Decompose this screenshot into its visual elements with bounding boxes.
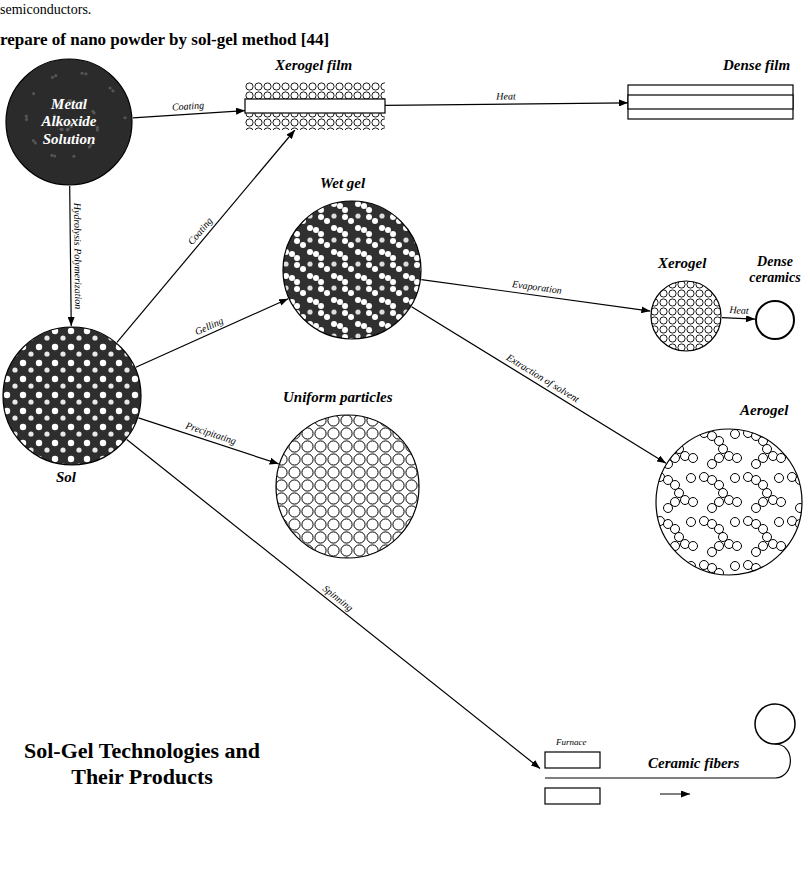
stage-shape xyxy=(628,84,793,120)
stage-shape xyxy=(655,428,803,576)
furnace-wall xyxy=(545,788,600,804)
substrate xyxy=(245,99,385,113)
figure-caption: Sol-Gel Technologies and Their Products xyxy=(22,738,262,791)
solution-speckle xyxy=(108,86,111,89)
solution-speckle xyxy=(34,141,37,144)
stage-shape xyxy=(275,414,420,559)
stage-shape xyxy=(282,200,422,340)
process-label: Extraction of solvent xyxy=(503,351,583,406)
solution-speckle xyxy=(80,72,83,75)
solution-speckle xyxy=(54,74,57,77)
stage-heading: Xerogel film xyxy=(275,57,352,74)
fiber xyxy=(775,744,790,778)
solution-speckle xyxy=(51,76,54,79)
stage-heading: Xerogel xyxy=(658,255,706,272)
sol-circle xyxy=(3,327,141,465)
process-label: Coating xyxy=(170,100,207,113)
solution-speckle xyxy=(25,115,28,118)
process-label: Heat xyxy=(495,90,519,101)
stage-shape xyxy=(2,326,142,466)
sol-gel-stage: Metal Alkoxide Solution xyxy=(5,58,133,186)
gel-particles xyxy=(245,113,385,130)
wet-circle xyxy=(283,201,421,339)
direction-arrow xyxy=(660,794,690,795)
furnace-label: Furnace xyxy=(556,737,587,747)
stage-heading: Dense ceramics xyxy=(747,254,803,286)
process-arrow xyxy=(133,111,245,118)
fiber xyxy=(545,777,775,778)
solution-speckle xyxy=(25,118,28,121)
aero-circle xyxy=(656,429,802,575)
process-label: Evaporation xyxy=(509,278,564,296)
xero-circle xyxy=(651,281,721,351)
sol-gel-stage: Uniform particles xyxy=(275,414,420,559)
node-text: Metal Alkoxide Solution xyxy=(24,96,114,148)
sol-gel-stage: Sol xyxy=(2,326,142,466)
process-arrow xyxy=(722,318,755,319)
sol-gel-stage: Dense ceramics xyxy=(755,300,795,340)
gel-particles xyxy=(245,82,385,99)
substrate xyxy=(628,95,793,109)
alk-circle xyxy=(6,59,132,185)
solution-speckle xyxy=(50,154,53,157)
stage-shape xyxy=(650,280,722,352)
fiber-coil xyxy=(755,704,795,744)
process-arrow xyxy=(412,307,666,464)
uni-circle xyxy=(276,415,419,558)
page-text: semiconductors. xyxy=(0,2,91,18)
solution-speckle xyxy=(32,92,35,95)
sol-gel-stage: Aerogel xyxy=(655,428,803,576)
stage-heading: Sol xyxy=(56,469,76,486)
solution-speckle xyxy=(91,110,94,113)
solution-speckle xyxy=(123,116,126,119)
process-label: Precipitating xyxy=(183,419,240,447)
sol-gel-stage: Wet gel xyxy=(282,200,422,340)
page-text: repare of nano powder by sol-gel method … xyxy=(0,30,329,50)
process-label: Coating xyxy=(184,214,216,249)
process-label: Hydrolysis Polymerization xyxy=(72,201,84,312)
furnace-wall xyxy=(545,752,600,768)
ring-circle xyxy=(756,301,794,339)
process-arrow xyxy=(117,130,295,342)
process-arrow xyxy=(385,103,628,105)
sol-gel-stage: Dense film xyxy=(628,84,793,120)
process-label: Heat xyxy=(727,304,751,316)
sol-gel-stage: Xerogel film xyxy=(245,82,385,130)
stage-heading: Dense film xyxy=(723,57,790,74)
stage-shape xyxy=(245,82,385,130)
stage-heading: Aerogel xyxy=(740,402,788,419)
stage-heading: Wet gel xyxy=(320,175,365,192)
process-label: Spinning xyxy=(319,581,357,614)
stage-heading: Uniform particles xyxy=(283,389,393,406)
stage-heading: Ceramic fibers xyxy=(648,755,739,772)
dense-film-layer xyxy=(628,85,793,119)
process-label: Gelling xyxy=(191,314,227,338)
solution-speckle xyxy=(84,72,87,75)
sol-gel-stage: Ceramic fibers xyxy=(540,700,798,812)
solution-speckle xyxy=(111,89,114,92)
solution-speckle xyxy=(53,154,56,157)
process-arrow xyxy=(139,418,279,464)
stage-shape xyxy=(755,300,795,340)
process-arrow xyxy=(136,299,288,368)
solution-speckle xyxy=(72,155,75,158)
sol-gel-stage: Xerogel xyxy=(650,280,722,352)
